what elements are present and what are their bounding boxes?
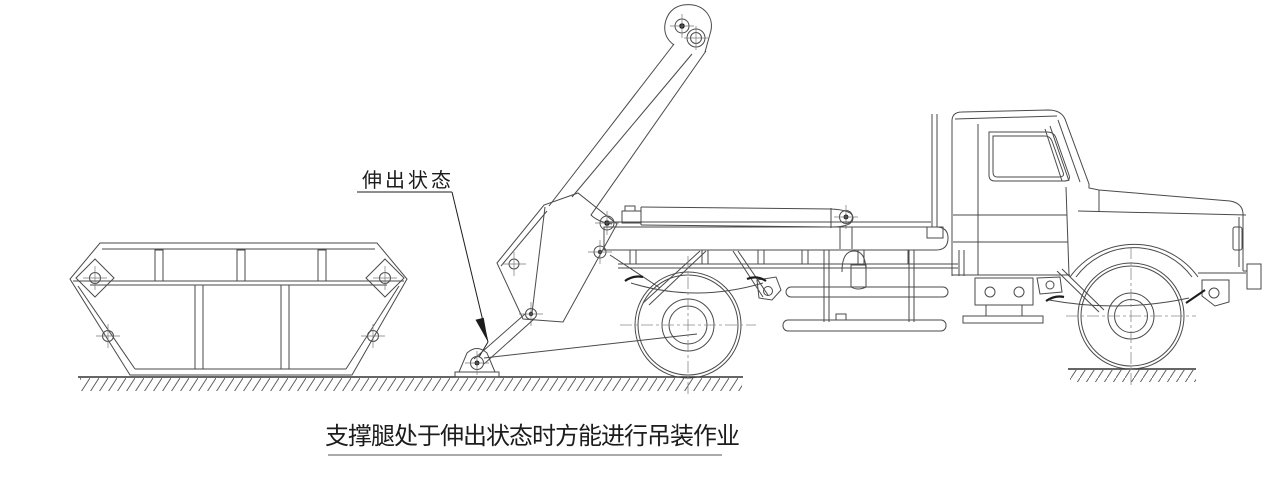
front-wheel (1066, 247, 1196, 386)
chassis-rail (603, 221, 965, 276)
front-fender (1069, 243, 1199, 278)
support-leg (454, 313, 698, 378)
door-window (988, 131, 1070, 182)
front-end (1045, 243, 1262, 313)
callout-label: 伸出状态 (362, 170, 454, 192)
caption: 支撑腿处于伸出状态时方能进行吊装作业 (325, 424, 740, 450)
skip-container (69, 242, 408, 376)
boom-base-plate (496, 192, 620, 327)
chassis-frame (609, 249, 958, 332)
leader-arrowhead (475, 317, 488, 342)
hydraulic-cylinder (621, 204, 859, 249)
front-bumper (1246, 263, 1262, 290)
tow-bracket (1201, 279, 1230, 307)
callout-leader-line (357, 191, 489, 358)
truck-cab (926, 109, 1247, 324)
rear-wheel (620, 256, 756, 394)
ground-line (78, 368, 1196, 391)
grille-panel (1232, 226, 1243, 251)
boom-arm (548, 4, 712, 225)
